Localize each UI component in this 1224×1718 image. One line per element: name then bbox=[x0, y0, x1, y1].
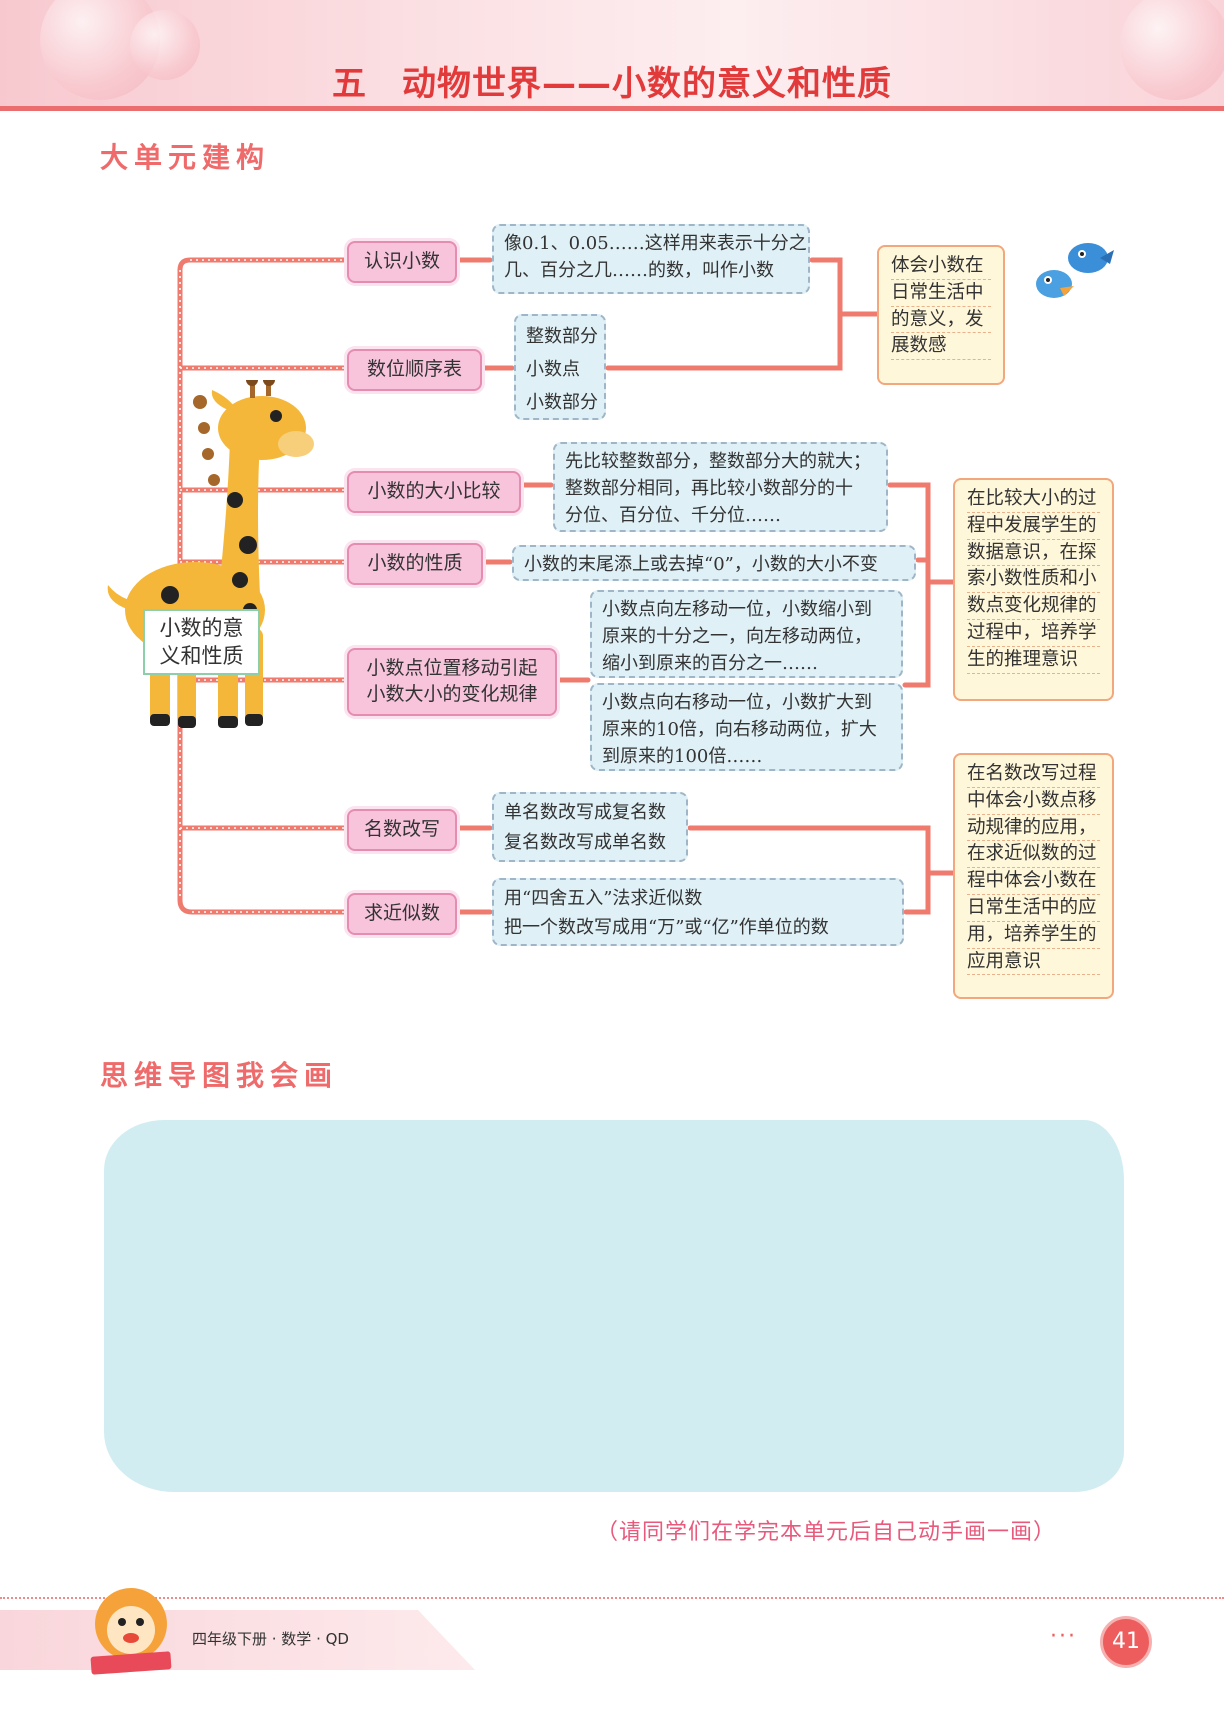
branch-label: 小数大小的变化规律 bbox=[366, 683, 538, 705]
summary-line: 日常生活中 bbox=[891, 280, 991, 307]
detail-rewrite: 单名数改写成复名数 复名数改写成单名数 bbox=[492, 792, 688, 862]
footer-dots: ··· bbox=[1050, 1624, 1077, 1649]
summary-line: 程中发展学生的 bbox=[967, 513, 1100, 540]
detail-line: 缩小到原来的百分之一…… bbox=[602, 653, 818, 674]
detail-line: 分位、百分位、千分位…… bbox=[565, 505, 781, 526]
footer-bar bbox=[0, 1610, 475, 1670]
page-number: 41 bbox=[1100, 1616, 1152, 1668]
summary-line: 的意义，发 bbox=[891, 307, 991, 334]
detail-line: 原来的十分之一，向左移动两位， bbox=[602, 626, 872, 647]
section-title-unit-structure: 大单元建构 bbox=[100, 141, 271, 174]
root-line-1: 小数的意 bbox=[159, 616, 244, 640]
detail-approx: 用“四舍五入”法求近似数 把一个数改写成用“万”或“亿”作单位的数 bbox=[492, 878, 904, 946]
detail-line: 整数部分相同，再比较小数部分的十 bbox=[565, 478, 853, 499]
summary-line: 应用意识 bbox=[967, 949, 1100, 976]
branch-decimal-comparison: 小数的大小比较 bbox=[347, 471, 521, 513]
detail-compare: 先比较整数部分，整数部分大的就大； 整数部分相同，再比较小数部分的十 分位、百分… bbox=[553, 442, 888, 532]
giraffe-illustration bbox=[107, 380, 314, 728]
detail-move-left: 小数点向左移动一位，小数缩小到 原来的十分之一，向左移动两位， 缩小到原来的百分… bbox=[590, 590, 903, 678]
summary-line: 在比较大小的过 bbox=[967, 486, 1100, 513]
summary-line: 在名数改写过程 bbox=[967, 761, 1100, 788]
bird-icon bbox=[1036, 243, 1114, 298]
branch-approximation: 求近似数 bbox=[347, 893, 457, 935]
tiger-mascot-icon bbox=[90, 1588, 172, 1675]
summary-line: 展数感 bbox=[891, 333, 991, 361]
root-line-2: 义和性质 bbox=[159, 644, 244, 668]
summary-line: 数点变化规律的 bbox=[967, 593, 1100, 620]
summary-line: 生的推理意识 bbox=[967, 647, 1100, 674]
summary-line: 索小数性质和小 bbox=[967, 566, 1100, 594]
detail-line: 小数部分 bbox=[526, 392, 598, 413]
summary-reasoning: 在比较大小的过 程中发展学生的 数据意识，在探 索小数性质和小 数点变化规律的 … bbox=[953, 478, 1114, 701]
detail-recognize: 像0.1、0.05……这样用来表示十分之 几、百分之几……的数，叫作小数 bbox=[492, 224, 810, 294]
detail-line: 把一个数改写成用“万”或“亿”作单位的数 bbox=[504, 917, 829, 938]
mind-map-root: 小数的意 义和性质 bbox=[143, 609, 260, 675]
branch-label: 小数点位置移动引起 bbox=[366, 657, 538, 680]
summary-line: 日常生活中的应 bbox=[967, 895, 1100, 922]
detail-line: 先比较整数部分，整数部分大的就大； bbox=[565, 451, 871, 472]
branch-unit-rewrite: 名数改写 bbox=[347, 809, 457, 851]
detail-line: 单名数改写成复名数 bbox=[504, 802, 666, 823]
footer-rule bbox=[0, 1597, 1224, 1599]
footer-book-info: 四年级下册 · 数学 · QD bbox=[192, 1630, 349, 1648]
branch-label: 小数的性质 bbox=[367, 552, 463, 575]
summary-line: 程中体会小数在 bbox=[967, 868, 1100, 895]
branch-label: 名数改写 bbox=[363, 818, 440, 841]
section-title-mind-map-draw: 思维导图我会画 bbox=[100, 1059, 339, 1092]
summary-line: 用，培养学生的 bbox=[967, 922, 1100, 949]
branch-label: 小数的大小比较 bbox=[367, 480, 501, 503]
detail-place-value: 整数部分 小数点 小数部分 bbox=[514, 314, 606, 420]
page-title: 五 动物世界——小数的意义和性质 bbox=[332, 64, 892, 104]
detail-line: 小数点 bbox=[526, 359, 580, 380]
branch-label: 认识小数 bbox=[363, 250, 440, 273]
drawing-area[interactable] bbox=[104, 1120, 1124, 1492]
summary-number-sense: 体会小数在 日常生活中 的意义，发 展数感 bbox=[877, 245, 1005, 385]
summary-line: 动规律的应用， bbox=[967, 815, 1100, 842]
branch-recognize-decimals: 认识小数 bbox=[347, 241, 457, 283]
summary-line: 数据意识，在探 bbox=[967, 540, 1100, 567]
summary-line: 体会小数在 bbox=[891, 253, 991, 280]
detail-move-right: 小数点向右移动一位，小数扩大到 原来的10倍，向右移动两位，扩大 到原来的100… bbox=[590, 683, 903, 771]
summary-line: 中体会小数点移 bbox=[967, 788, 1100, 815]
detail-line: 原来的10倍，向右移动两位，扩大 bbox=[602, 719, 877, 740]
summary-application: 在名数改写过程 中体会小数点移 动规律的应用， 在求近似数的过 程中体会小数在 … bbox=[953, 753, 1114, 999]
branch-decimal-property: 小数的性质 bbox=[347, 543, 483, 585]
page-header bbox=[0, 0, 1224, 108]
branch-label: 数位顺序表 bbox=[366, 358, 462, 381]
decorative-bubble bbox=[130, 10, 200, 80]
branch-label: 求近似数 bbox=[363, 902, 440, 925]
branch-decimal-point-shift: 小数点位置移动引起 小数大小的变化规律 bbox=[347, 648, 557, 716]
detail-line: 到原来的100倍…… bbox=[602, 746, 763, 767]
detail-line: 几、百分之几……的数，叫作小数 bbox=[504, 260, 774, 281]
detail-line: 小数点向右移动一位，小数扩大到 bbox=[602, 692, 872, 713]
detail-line: 像0.1、0.05……这样用来表示十分之 bbox=[504, 233, 807, 254]
detail-line: 小数的末尾添上或去掉“0”，小数的大小不变 bbox=[524, 554, 878, 575]
detail-line: 用“四舍五入”法求近似数 bbox=[504, 888, 703, 909]
detail-line: 小数点向左移动一位，小数缩小到 bbox=[602, 599, 872, 620]
summary-line: 过程中，培养学 bbox=[967, 620, 1100, 647]
summary-line: 在求近似数的过 bbox=[967, 841, 1100, 869]
decorative-bubble bbox=[1120, 0, 1224, 100]
detail-line: 整数部分 bbox=[526, 326, 598, 347]
header-rule bbox=[0, 106, 1224, 111]
detail-property: 小数的末尾添上或去掉“0”，小数的大小不变 bbox=[512, 545, 916, 581]
detail-line: 复名数改写成单名数 bbox=[504, 832, 666, 853]
drawing-hint: （请同学们在学完本单元后自己动手画一画） bbox=[596, 1520, 1057, 1545]
mind-map-connectors bbox=[177, 257, 958, 915]
branch-place-value-table: 数位顺序表 bbox=[347, 349, 482, 391]
